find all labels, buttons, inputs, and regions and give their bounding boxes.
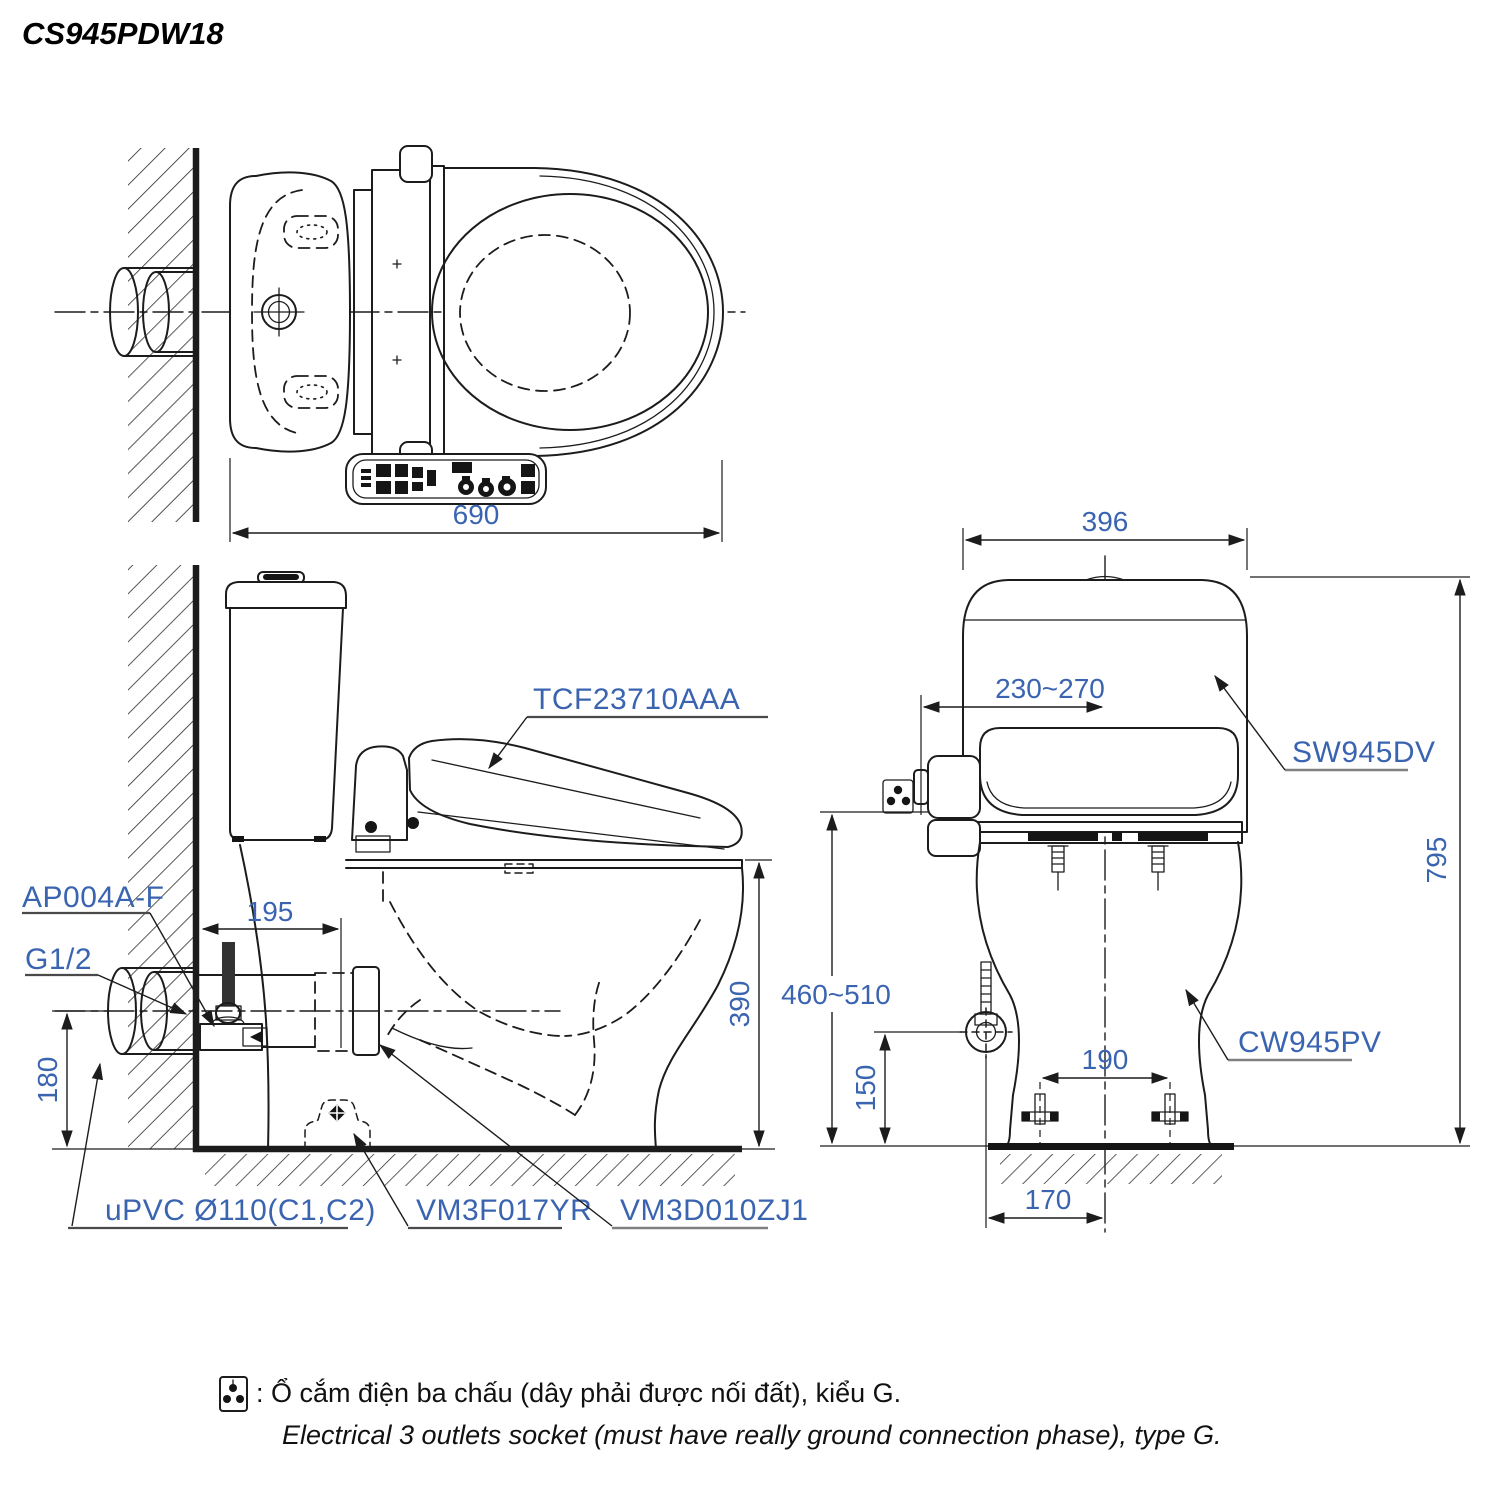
dim-180-text: 180 xyxy=(32,1057,63,1104)
label-seat-unit: TCF23710AAA xyxy=(488,683,768,770)
dim-795-text: 795 xyxy=(1421,837,1452,884)
tank-side xyxy=(225,571,347,842)
seat-unit-side xyxy=(351,738,743,874)
page-title: CS945PDW18 xyxy=(22,16,224,51)
dim-190: 190 xyxy=(1041,1044,1169,1084)
joint-code: VM3D010ZJ1 xyxy=(620,1194,808,1227)
floor-line-front xyxy=(988,1143,1234,1150)
dim-795: 795 xyxy=(1250,576,1470,1145)
seat-front xyxy=(975,727,1243,891)
wall-hatch-top xyxy=(128,148,193,522)
tank-code: SW945DV xyxy=(1292,736,1436,769)
label-flange: VM3F017YR xyxy=(353,1132,592,1230)
drain-pipe-side xyxy=(54,966,561,1056)
floor-hatch-front xyxy=(1000,1154,1222,1184)
footnote: : Ổ cắm điện ba chấu (dây phải được nối … xyxy=(219,1376,1221,1450)
dim-195: 195 xyxy=(201,896,342,1048)
floor-bolts xyxy=(1021,1082,1189,1146)
seat-bolts xyxy=(1047,845,1169,891)
floor-flange xyxy=(304,1099,371,1150)
flange-code: VM3F017YR xyxy=(416,1194,592,1227)
note-line-vi: : Ổ cắm điện ba chấu (dây phải được nối … xyxy=(256,1377,901,1408)
label-pipe: uPVC Ø110(C1,C2) xyxy=(68,1062,376,1230)
seat-opening-hidden xyxy=(459,234,631,392)
top-view: 690 xyxy=(54,145,746,542)
socket-legend-icon xyxy=(219,1376,248,1412)
dim-150: 150 xyxy=(850,1031,962,1145)
label-valve: AP004A-F xyxy=(22,881,215,1028)
floor-hatch-side xyxy=(205,1154,735,1186)
lid-plan xyxy=(431,167,724,457)
bowl-side xyxy=(239,844,744,1150)
inlet-code: G1/2 xyxy=(25,943,92,976)
dim-180: 180 xyxy=(32,1010,110,1148)
wall-hatch-side xyxy=(128,565,193,1149)
tank-plan xyxy=(229,171,351,453)
control-panel xyxy=(345,453,547,505)
seat-unit-code: TCF23710AAA xyxy=(533,683,740,716)
dim-690: 690 xyxy=(229,458,723,542)
pipe-code: uPVC Ø110(C1,C2) xyxy=(105,1194,376,1227)
label-bowl: CW945PV xyxy=(1185,988,1382,1062)
dim-195-text: 195 xyxy=(247,896,294,927)
control-panel-buttons xyxy=(361,462,535,497)
socket-icon xyxy=(882,779,914,814)
note-line-en: Electrical 3 outlets socket (must have r… xyxy=(282,1420,1221,1450)
side-view: 195 180 390 TCF23710AAA AP004A-F G1/2 xyxy=(22,565,808,1230)
dim-230-270-text: 230~270 xyxy=(995,673,1105,704)
dim-460-510: 460~510 xyxy=(778,811,928,1145)
dim-390-text: 390 xyxy=(724,981,755,1028)
dim-390: 390 xyxy=(724,859,772,1148)
dim-190-text: 190 xyxy=(1082,1044,1129,1075)
dim-150-text: 150 xyxy=(850,1065,881,1112)
valve-code: AP004A-F xyxy=(22,881,164,914)
bowl-code: CW945PV xyxy=(1238,1026,1382,1059)
supply-unit-front xyxy=(913,755,981,857)
supply-valve-side xyxy=(199,942,268,1051)
label-tank: SW945DV xyxy=(1214,674,1436,772)
label-joint: VM3D010ZJ1 xyxy=(378,1044,808,1230)
dim-170: 170 xyxy=(985,1054,1104,1228)
dim-460-510-text: 460~510 xyxy=(781,979,891,1010)
dim-396: 396 xyxy=(962,506,1248,570)
dim-170-text: 170 xyxy=(1025,1184,1072,1215)
dim-396-text: 396 xyxy=(1082,506,1129,537)
dim-690-text: 690 xyxy=(453,499,500,530)
front-view: 396 230~270 795 460~510 150 190 xyxy=(778,506,1470,1233)
dim-230-270: 230~270 xyxy=(920,673,1105,815)
bowl-front xyxy=(959,841,1243,1147)
label-inlet: G1/2 xyxy=(25,943,188,1015)
